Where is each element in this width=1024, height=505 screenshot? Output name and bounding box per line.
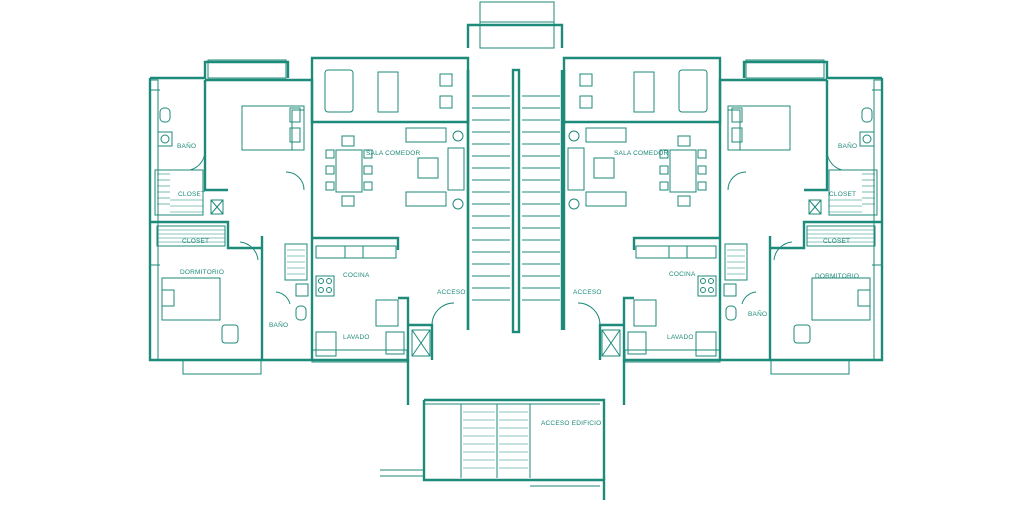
room-labels-right: SALA COMEDOR BAÑO CLOSET CLOSET DORMITOR… (573, 141, 859, 341)
label-closet-top-right: CLOSET (829, 191, 856, 198)
label-bano-top-right: BAÑO (838, 141, 857, 150)
label-bano-top-left: BAÑO (177, 141, 196, 150)
label-acceso-right: ACCESO (573, 289, 602, 296)
label-dormitorio-left: DORMITORIO (180, 269, 224, 276)
label-acceso-edificio: ACCESO EDIFICIO (541, 420, 601, 427)
label-bano-bottom-right: BAÑO (748, 309, 767, 318)
label-sala-comedor-right: SALA COMEDOR (614, 150, 669, 157)
label-bano-bottom-left: BAÑO (269, 320, 288, 329)
apartment-left (148, 56, 470, 375)
stair-core (380, 1, 626, 500)
room-labels-left: SALA COMEDOR BAÑO CLOSET CLOSET DORMITOR… (177, 141, 466, 341)
label-closet-top-left: CLOSET (178, 191, 205, 198)
label-acceso-left: ACCESO (437, 289, 466, 296)
label-cocina-left: COCINA (343, 272, 370, 279)
label-closet-mid-left: CLOSET (182, 238, 209, 245)
label-closet-mid-right: CLOSET (823, 238, 850, 245)
label-sala-comedor-left: SALA COMEDOR (366, 150, 421, 157)
label-dormitorio-right: DORMITORIO (815, 273, 859, 280)
label-lavado-right: LAVADO (667, 334, 694, 341)
label-lavado-left: LAVADO (343, 334, 370, 341)
label-cocina-right: COCINA (669, 271, 696, 278)
apartment-right (562, 56, 884, 376)
